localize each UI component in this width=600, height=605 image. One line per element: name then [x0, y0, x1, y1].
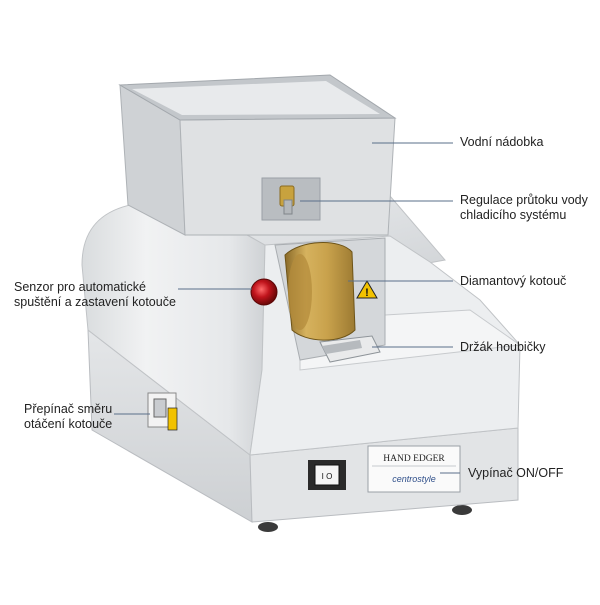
- sensor-lens: [250, 278, 278, 306]
- warning-strip: [167, 407, 178, 431]
- label-text: Vypínač ON/OFF: [468, 466, 564, 480]
- warning-icon: [356, 280, 378, 299]
- label-power-switch: Vypínač ON/OFF: [468, 466, 563, 481]
- label-text: Regulace průtoku vody: [460, 193, 588, 207]
- foot: [258, 522, 278, 532]
- label-sponge-holder: Držák houbičky: [460, 340, 545, 355]
- diamond-wheel-face: [288, 254, 312, 330]
- label-text: Senzor pro automatické: [14, 280, 147, 294]
- label-text: Vodní nádobka: [460, 135, 544, 149]
- label-water-container: Vodní nádobka: [460, 135, 543, 150]
- power-switch-mark: I O: [322, 472, 333, 481]
- container-inner: [132, 81, 380, 115]
- foot: [452, 505, 472, 515]
- label-text: chladicího systému: [460, 208, 567, 222]
- leader-lines: [114, 142, 460, 474]
- nameplate-brand: centrostyle: [392, 474, 436, 484]
- nameplate: [367, 445, 461, 493]
- label-flow-regulation: Regulace průtoku vody chladicího systému: [460, 193, 588, 223]
- warning-icon-mark: !: [365, 287, 369, 299]
- sponge-holder-clip: [322, 340, 362, 354]
- label-text: Přepínač směru: [24, 402, 113, 416]
- regulator-knob[interactable]: [283, 199, 293, 215]
- label-sensor: Senzor pro automatické spuštění a zastav…: [14, 280, 176, 310]
- label-text: spuštění a zastavení kotouče: [14, 295, 176, 309]
- label-direction-switch: Přepínač směru otáčení kotouče: [24, 402, 112, 432]
- power-switch[interactable]: [314, 464, 340, 486]
- direction-switch[interactable]: [153, 398, 167, 418]
- nameplate-model: HAND EDGER: [383, 454, 445, 464]
- label-text: otáčení kotouče: [24, 417, 113, 431]
- label-diamond-wheel: Diamantový kotouč: [460, 274, 566, 289]
- label-text: Diamantový kotouč: [460, 274, 567, 288]
- label-text: Držák houbičky: [460, 340, 546, 354]
